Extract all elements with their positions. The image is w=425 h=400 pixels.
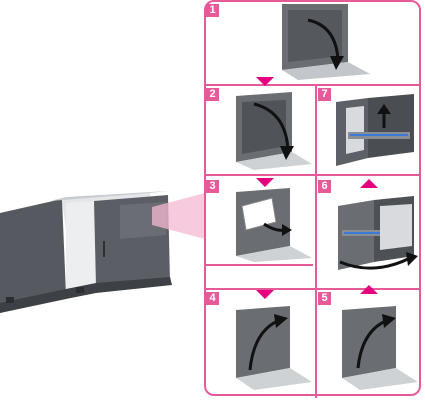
arrow-2-to-3 [256,178,274,187]
step-7-illustration [334,94,420,172]
row-divider-3-left [205,264,313,266]
step-6-badge: 6 [318,180,331,193]
row-divider-2-right [317,174,420,176]
arrow-6-to-7 [360,179,378,188]
arrow-1-to-2 [256,77,274,86]
arrow-3-to-4 [256,290,274,299]
step-3-badge: 3 [206,180,219,193]
step-5-illustration [336,306,418,390]
step-1-illustration [278,4,370,80]
step-4-badge: 4 [206,292,219,305]
row-divider-1 [205,84,421,86]
step-3-illustration [228,188,312,262]
printer-illustration [0,185,205,315]
step-6-illustration [334,196,420,276]
step-2-badge: 2 [206,88,219,101]
step-5-badge: 5 [318,292,331,305]
arrow-5-to-6 [360,285,378,294]
row-divider-4 [205,288,421,290]
row-divider-2 [205,174,421,176]
column-divider [315,85,317,398]
step-4-illustration [228,306,312,390]
step-2-illustration [228,92,312,170]
step-1-badge: 1 [206,4,219,17]
step-7-badge: 7 [318,88,331,101]
